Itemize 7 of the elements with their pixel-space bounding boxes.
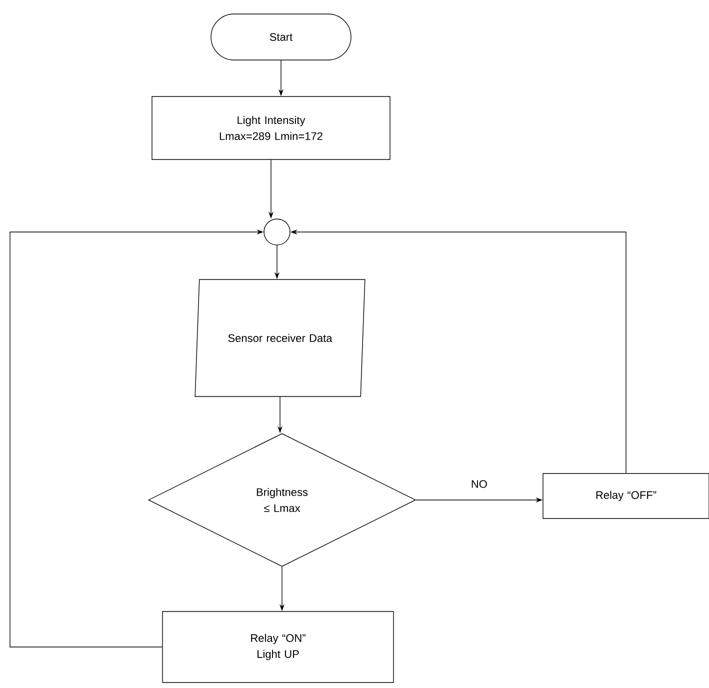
start-terminal: Start — [210, 14, 352, 60]
process-box: Light Intensity Lmax=289 Lmin=172 — [152, 96, 390, 160]
process-box: Relay “OFF” — [542, 473, 709, 519]
input-parallelogram: Sensor receiver Data — [194, 279, 366, 397]
process-box: Relay “ON” Light UP — [162, 611, 394, 683]
connector-circle — [264, 218, 290, 246]
edge-label: NO — [470, 479, 488, 489]
